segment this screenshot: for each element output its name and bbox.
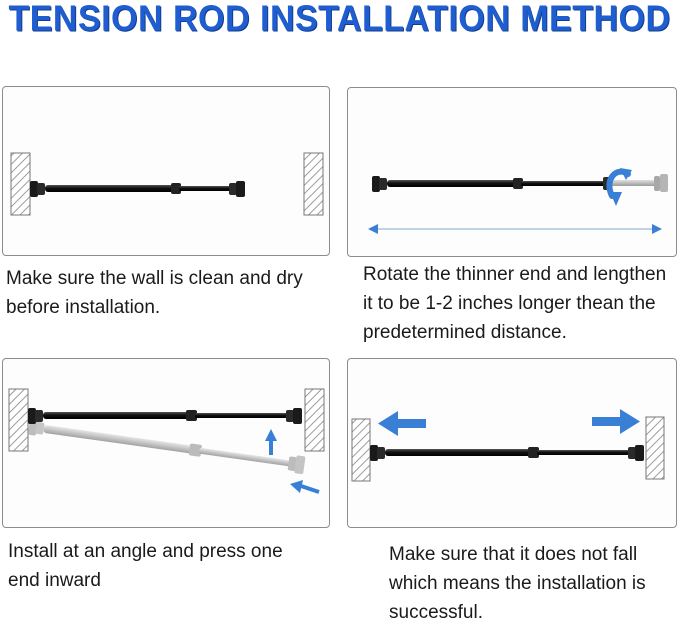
wall-icon (8, 388, 29, 452)
wall-icon (645, 416, 665, 480)
step-3-illustration (8, 388, 325, 494)
push-arrow-icon (290, 480, 320, 494)
rotate-arrow-icon (606, 168, 632, 206)
wall-icon (304, 388, 325, 452)
tension-rod-icon (370, 445, 644, 461)
wall-icon (351, 418, 371, 482)
push-arrow-icon (378, 411, 426, 436)
page-title: TENSION ROD INSTALLATION METHOD (8, 0, 671, 39)
wall-icon (10, 152, 31, 216)
tension-rod-icon (28, 408, 302, 424)
step-3-caption: Install at an angle and press one end in… (8, 541, 283, 591)
tension-rod-ghost-icon (28, 419, 306, 475)
step-3-panel (2, 358, 330, 528)
push-arrow-icon (265, 429, 277, 455)
double-arrow-icon (368, 224, 662, 234)
tension-rod-icon (372, 174, 668, 192)
step-1-illustration (10, 152, 324, 216)
push-arrow-icon (592, 409, 640, 434)
step-2-panel (347, 87, 677, 257)
step-4-illustration (351, 409, 665, 482)
wall-icon (303, 152, 324, 216)
step-4-panel (347, 358, 677, 528)
step-2-caption: Rotate the thinner end and lengthen it t… (363, 264, 667, 343)
step-1-panel (2, 86, 330, 256)
step-1-caption: Make sure the wall is clean and dry befo… (6, 268, 303, 318)
step-4-caption: Make sure that it does not fall which me… (389, 544, 646, 623)
step-2-illustration (368, 168, 668, 234)
tension-rod-icon (30, 181, 245, 197)
